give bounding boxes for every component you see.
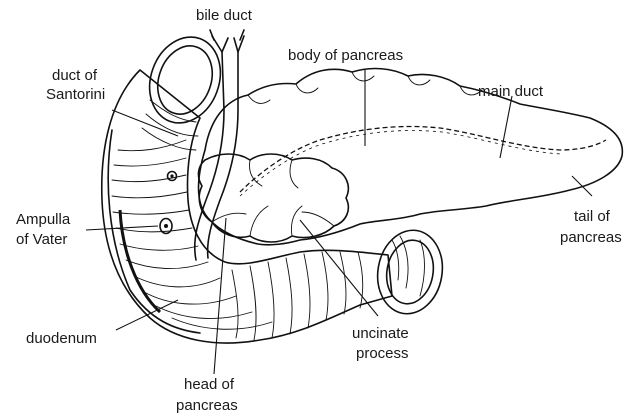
labels: bile duct body of pancreas duct of Santo… [16,7,622,414]
leader-uncinate [300,220,378,316]
leader-tail [572,176,592,196]
pancreas-shape [199,69,623,245]
label-duodenum: duodenum [26,330,97,347]
duodenum-shape [102,27,449,343]
label-duct-of-santorini-line2: Santorini [46,86,105,103]
label-tail-line2: pancreas [560,229,622,246]
label-tail-line1: tail of [574,208,611,225]
label-ampulla-line1: Ampulla [16,211,71,228]
ampulla-shape [160,172,177,234]
label-bile-duct: bile duct [196,7,253,24]
label-head-line1: head of [184,376,235,393]
leader-santorini [112,110,178,136]
leader-head [214,218,226,374]
label-head-line2: pancreas [176,397,238,414]
leader-duodenum [116,300,178,330]
label-main-duct: main duct [478,83,544,100]
label-body-of-pancreas: body of pancreas [288,47,403,64]
label-ampulla-line2: of Vater [16,231,67,248]
label-duct-of-santorini-line1: duct of [52,67,98,84]
label-uncinate-line2: process [356,345,409,362]
leader-main-duct [500,96,512,158]
label-uncinate-line1: uncinate [352,325,409,342]
